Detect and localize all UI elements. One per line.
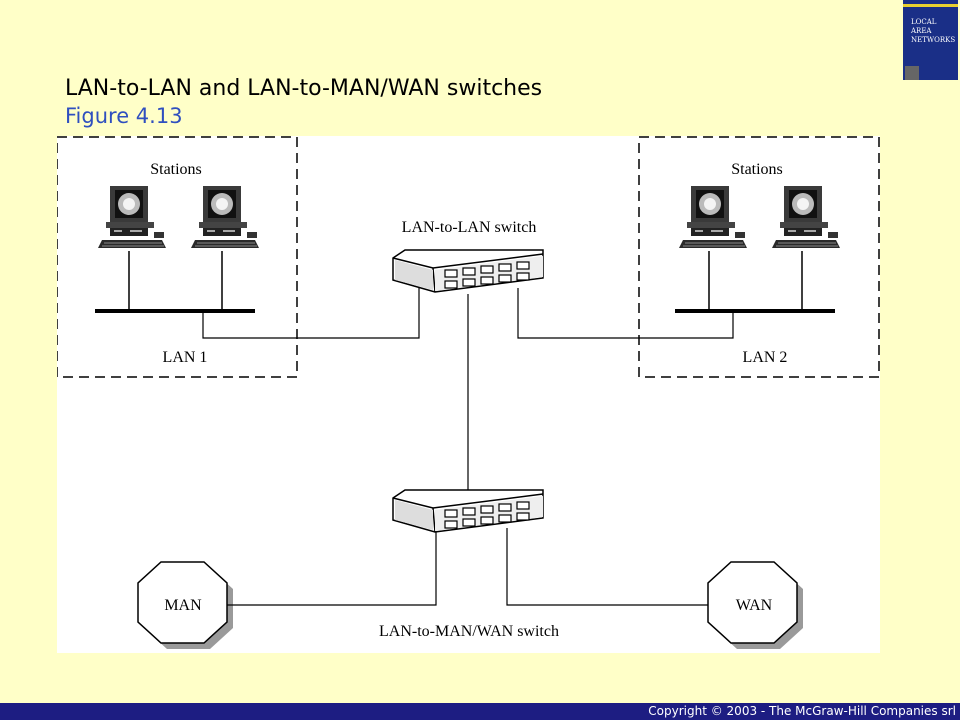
left-station-1-icon <box>97 185 167 249</box>
right-stations-label: Stations <box>731 161 783 178</box>
left-stations-label: Stations <box>150 161 202 178</box>
lan1-to-switch-link <box>202 288 420 339</box>
wan-label: WAN <box>736 597 773 614</box>
man-label: MAN <box>164 597 202 614</box>
lan1-label: LAN 1 <box>163 349 208 366</box>
left-station-2-icon <box>190 185 260 249</box>
lan2-label: LAN 2 <box>743 349 788 366</box>
switch-to-wan-link <box>506 528 708 606</box>
network-diagram: Stations LAN 1 Stations LAN 2 LAN-to-LAN… <box>56 136 880 649</box>
right-station-2-icon <box>771 185 841 249</box>
figure-number: Figure 4.13 <box>65 104 183 128</box>
copyright-text: Copyright © 2003 - The McGraw-Hill Compa… <box>648 704 956 718</box>
book-cover-thumbnail: LOCAL AREA NETWORKS <box>903 0 958 80</box>
book-title-line-1: LOCAL <box>911 18 937 26</box>
bottom-switch-label: LAN-to-MAN/WAN switch <box>379 623 559 640</box>
footer-bar: Copyright © 2003 - The McGraw-Hill Compa… <box>0 703 960 720</box>
switch-to-man-link <box>227 532 437 606</box>
lan-to-lan-switch-icon <box>392 249 544 293</box>
wan-network-icon <box>707 561 798 644</box>
man-network-icon <box>137 561 228 644</box>
slide-title: LAN-to-LAN and LAN-to-MAN/WAN switches <box>65 76 543 101</box>
network-diagram-panel: Stations LAN 1 Stations LAN 2 LAN-to-LAN… <box>56 136 880 653</box>
book-cover-stripe <box>903 4 958 7</box>
lan1-group-boundary <box>56 136 298 378</box>
right-station-1-icon <box>678 185 748 249</box>
lan-to-man-wan-switch-icon <box>392 489 544 533</box>
publisher-logo <box>905 66 919 80</box>
book-title-line-2: AREA <box>911 27 932 35</box>
book-cover-title: LOCAL AREA NETWORKS <box>911 18 955 45</box>
lan2-to-switch-link <box>517 288 734 339</box>
lan2-group-boundary <box>638 136 880 378</box>
top-switch-label: LAN-to-LAN switch <box>402 219 537 236</box>
book-title-line-3: NETWORKS <box>911 36 956 44</box>
